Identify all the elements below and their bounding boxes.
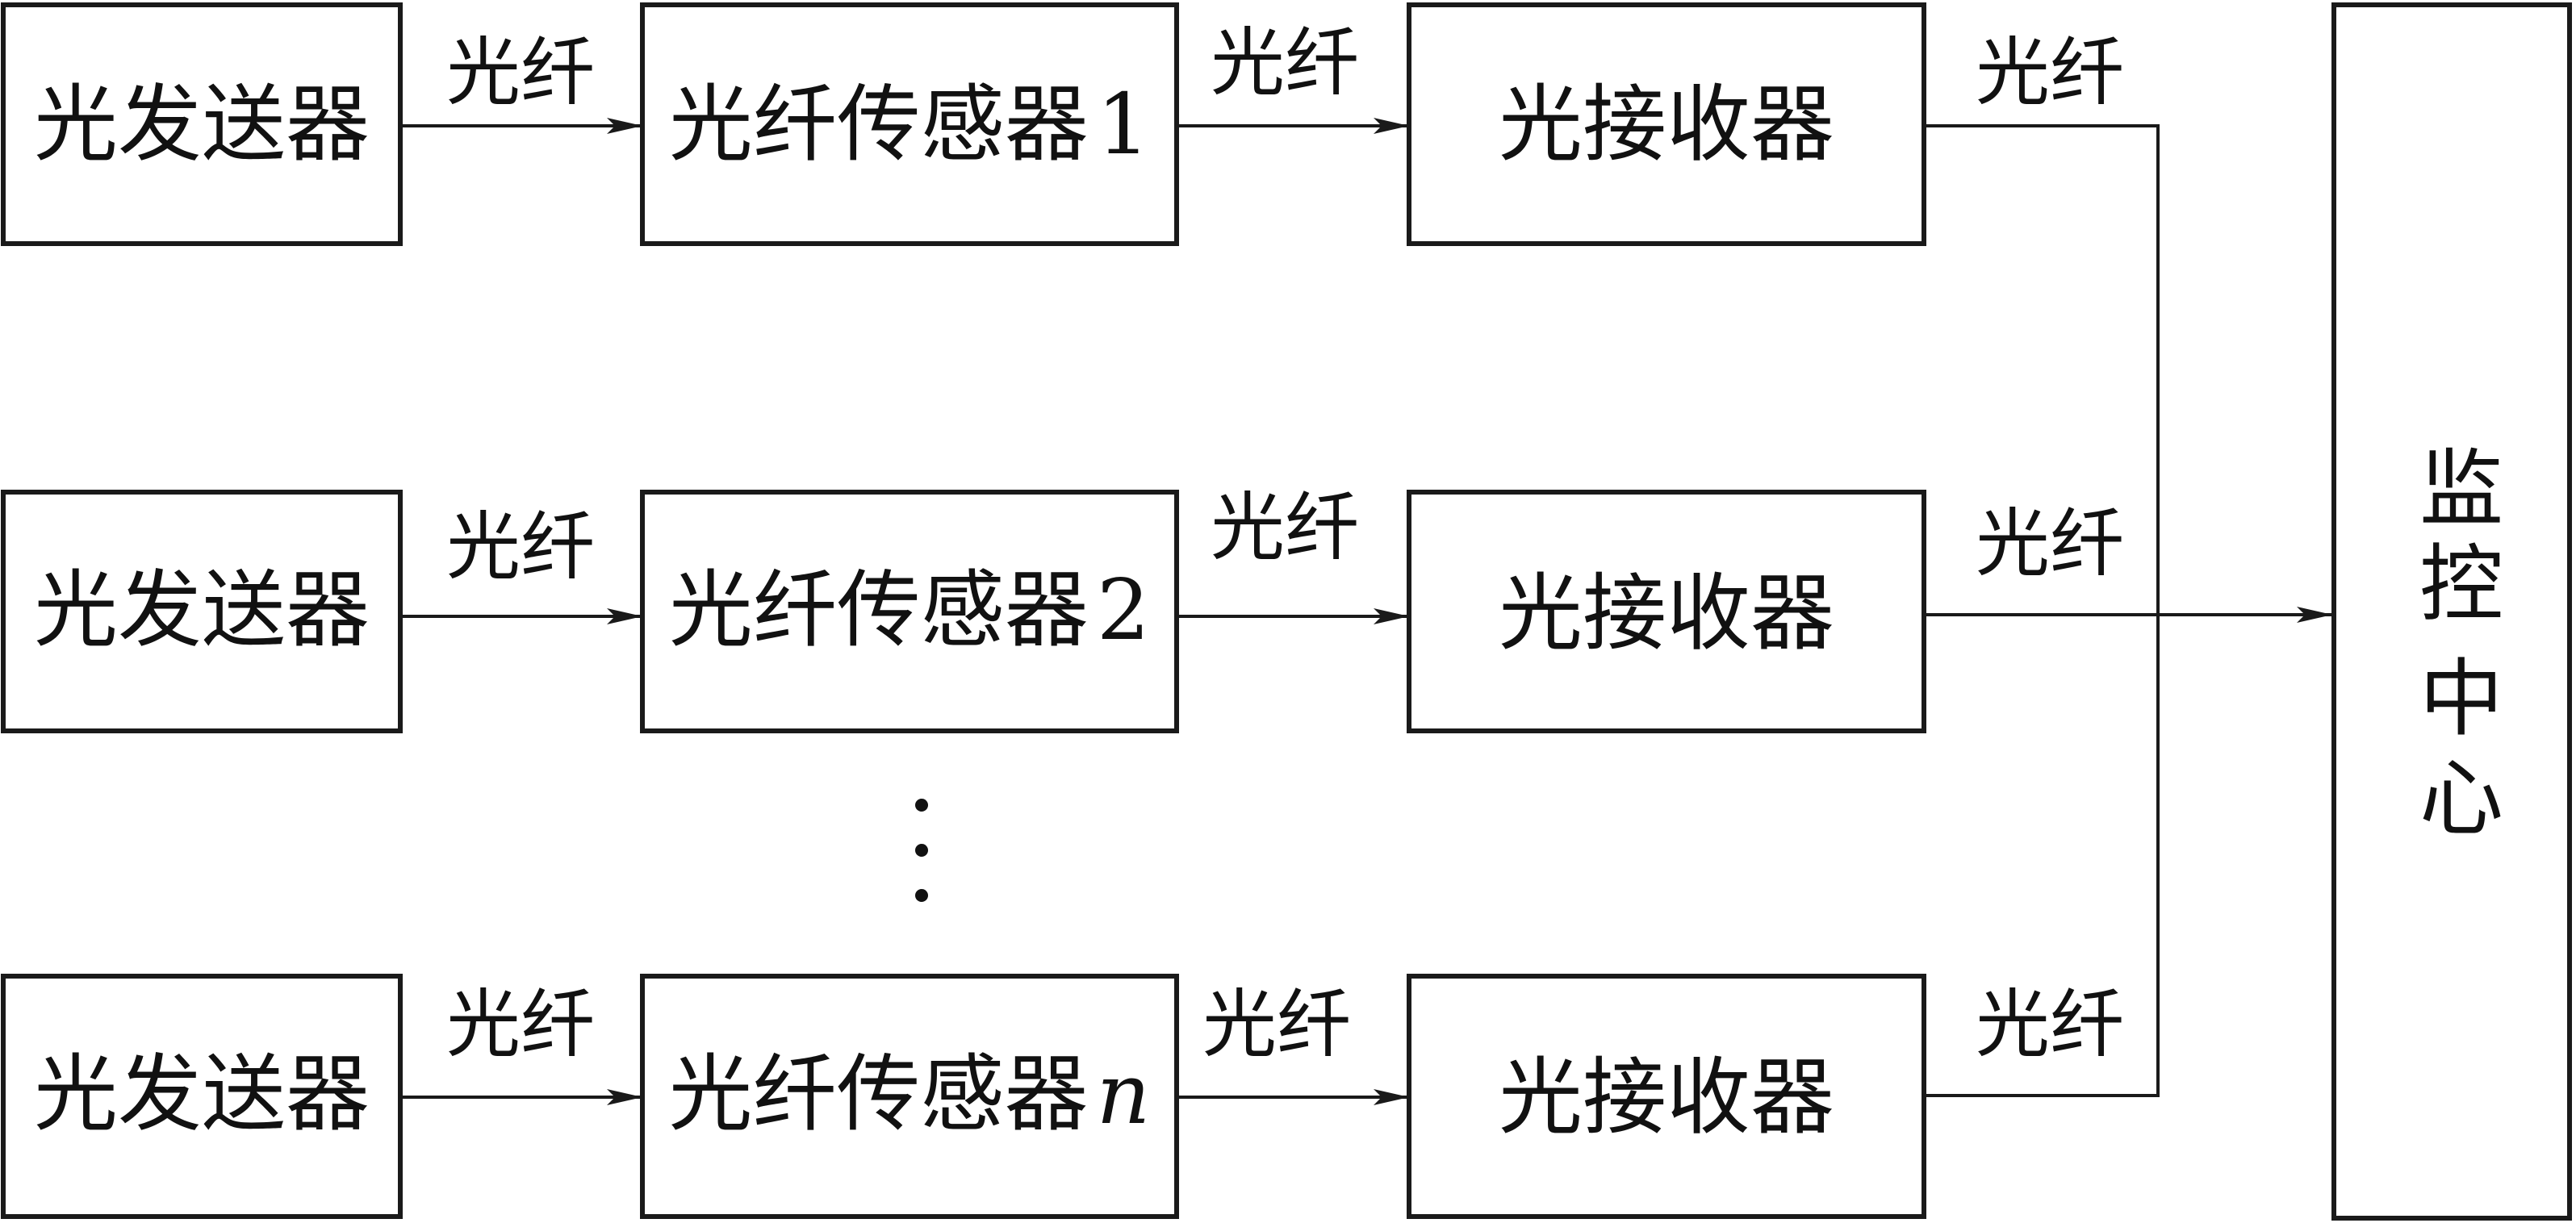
fiber-label: 光纤 xyxy=(1976,501,2124,587)
receiver-label-n: 光接收器 xyxy=(1499,1048,1834,1146)
sensor-name: 光纤传感器 xyxy=(669,561,1089,659)
monitor-center: 监 控 中 心 xyxy=(2331,2,2572,1221)
transmitter-box-n xyxy=(1,974,403,1219)
fiber-label: 光纤 xyxy=(1976,30,2124,116)
fiber-label: 光纤 xyxy=(446,504,595,591)
fiber-line-rx-monitor-1 xyxy=(1924,124,2160,613)
sensor-label-n: 光纤传感器n xyxy=(669,1045,1151,1143)
transmitter-box-1 xyxy=(1,2,403,246)
ellipsis xyxy=(915,799,928,902)
receiver-box-n xyxy=(1407,974,1926,1219)
sensor-index: 1 xyxy=(1097,75,1150,173)
transmitter-label-n: 光发送器 xyxy=(34,1045,370,1143)
monitor-char: 监 xyxy=(2419,440,2503,538)
monitor-char: 心 xyxy=(2419,749,2503,848)
fiber-label: 光纤 xyxy=(446,30,595,116)
monitor-char: 中 xyxy=(2419,649,2503,748)
receiver-box-1 xyxy=(1407,2,1926,246)
row-n: 光发送器 光纤 光纤传感器n 光纤 光接收器 光纤 xyxy=(1,613,2160,1219)
sensor-box-n xyxy=(640,974,1179,1219)
fiber-label: 光纤 xyxy=(1211,485,1359,571)
sensor-label-1: 光纤传感器1 xyxy=(669,75,1150,173)
ellipsis-dot xyxy=(915,799,928,812)
fiber-label: 光纤 xyxy=(446,982,595,1068)
transmitter-label-1: 光发送器 xyxy=(34,75,370,173)
fiber-label: 光纤 xyxy=(1976,982,2124,1068)
transmitter-label-2: 光发送器 xyxy=(34,561,370,659)
sensor-label-2: 光纤传感器2 xyxy=(669,561,1150,659)
monitor-char: 控 xyxy=(2419,535,2503,633)
ellipsis-dot xyxy=(915,844,928,857)
row-1: 光发送器 光纤 光纤传感器1 光纤 光接收器 光纤 xyxy=(1,2,2160,613)
sensor-name: 光纤传感器 xyxy=(669,75,1089,173)
sensor-box-2 xyxy=(640,490,1179,733)
sensor-name: 光纤传感器 xyxy=(669,1045,1089,1143)
sensor-index: 2 xyxy=(1097,561,1150,659)
receiver-label-2: 光接收器 xyxy=(1499,564,1834,662)
monitor-center-box xyxy=(2331,2,2572,1221)
sensor-box-1 xyxy=(640,2,1179,246)
transmitter-box-2 xyxy=(1,490,403,733)
fiber-line-rx-monitor-n xyxy=(1924,613,2160,1097)
row-2: 光发送器 光纤 光纤传感器2 光纤 光接收器 光纤 xyxy=(1,485,2332,733)
fiber-label: 光纤 xyxy=(1211,20,1359,106)
sensor-index: n xyxy=(1097,1045,1151,1143)
fiber-label: 光纤 xyxy=(1202,982,1351,1068)
receiver-label-1: 光接收器 xyxy=(1499,75,1834,173)
ellipsis-dot xyxy=(915,889,928,902)
receiver-box-2 xyxy=(1407,490,1926,733)
